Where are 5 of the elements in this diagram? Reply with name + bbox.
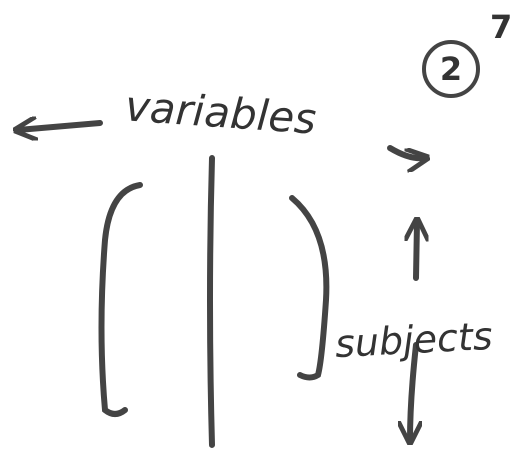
- handwritten-label: subjects: [334, 314, 494, 366]
- number-text: 2: [440, 50, 462, 88]
- circled-number: [422, 40, 480, 98]
- superscript-number: 7: [490, 8, 512, 46]
- handwritten-label: variables: [124, 81, 318, 144]
